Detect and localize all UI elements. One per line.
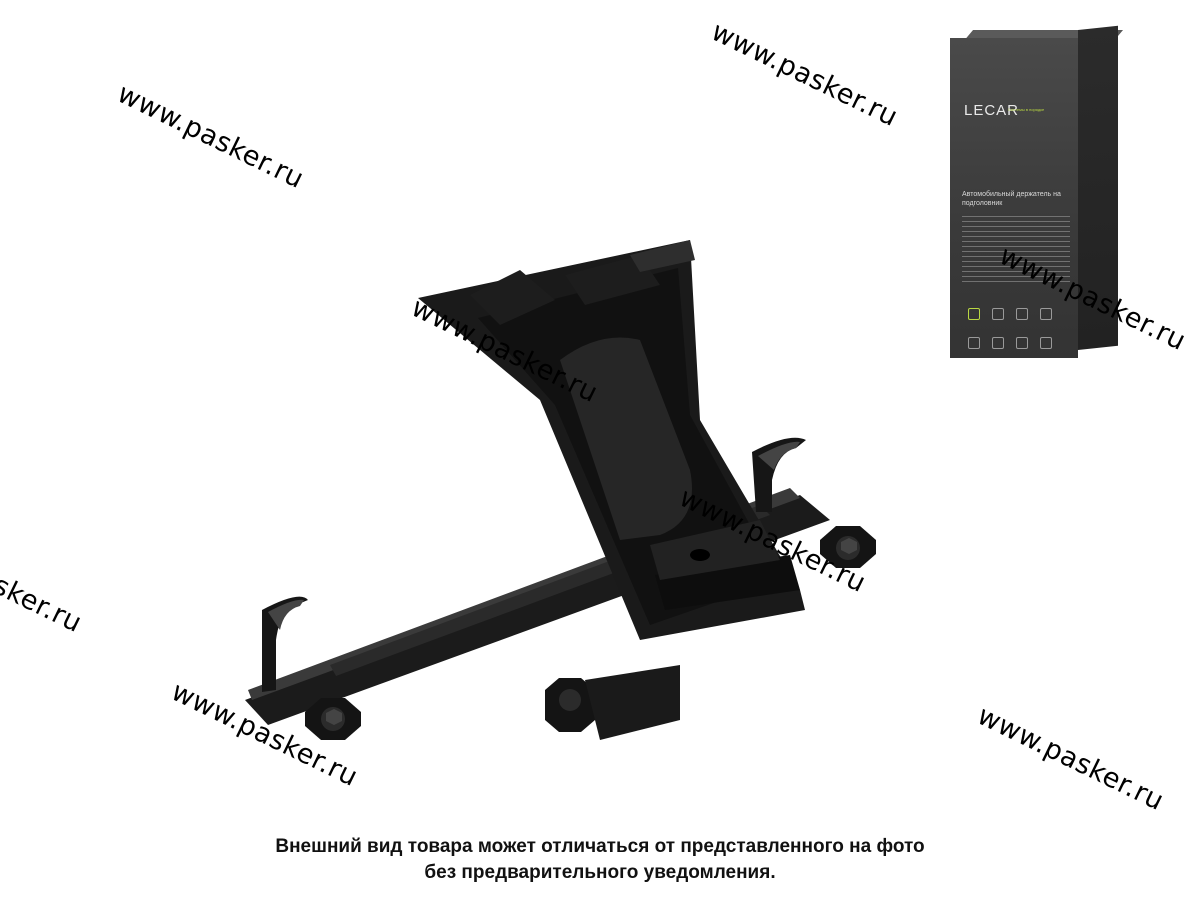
feature-icon xyxy=(1016,308,1028,320)
package-brand-tagline: Системы в порядке xyxy=(1008,107,1045,112)
disclaimer-caption: Внешний вид товара может отличаться от п… xyxy=(0,834,1200,886)
package-brand-logo: LECAR xyxy=(964,102,1020,119)
feature-icon xyxy=(992,337,1004,349)
feature-icon xyxy=(992,308,1004,320)
tablet-cradle xyxy=(418,240,805,640)
package-description-text xyxy=(962,216,1070,286)
disclaimer-line-1: Внешний вид товара может отличаться от п… xyxy=(275,836,925,857)
package-feature-icons xyxy=(964,302,1068,360)
feature-icon xyxy=(1016,337,1028,349)
product-package: LECAR Системы в порядке Автомобильный де… xyxy=(950,25,1124,358)
left-clamp xyxy=(262,596,308,692)
feature-icon xyxy=(1040,308,1052,320)
package-front: LECAR Системы в порядке Автомобильный де… xyxy=(950,38,1078,358)
feature-icon xyxy=(968,337,980,349)
right-knob xyxy=(820,526,876,568)
package-product-title: Автомобильный держатель на подголовник xyxy=(962,191,1061,207)
disclaimer-line-2: без предварительного уведомления. xyxy=(424,862,776,883)
feature-icon xyxy=(968,308,980,320)
left-knob xyxy=(305,698,361,740)
center-knob xyxy=(545,665,680,740)
feature-icon xyxy=(1040,337,1052,349)
right-clamp xyxy=(752,437,806,512)
